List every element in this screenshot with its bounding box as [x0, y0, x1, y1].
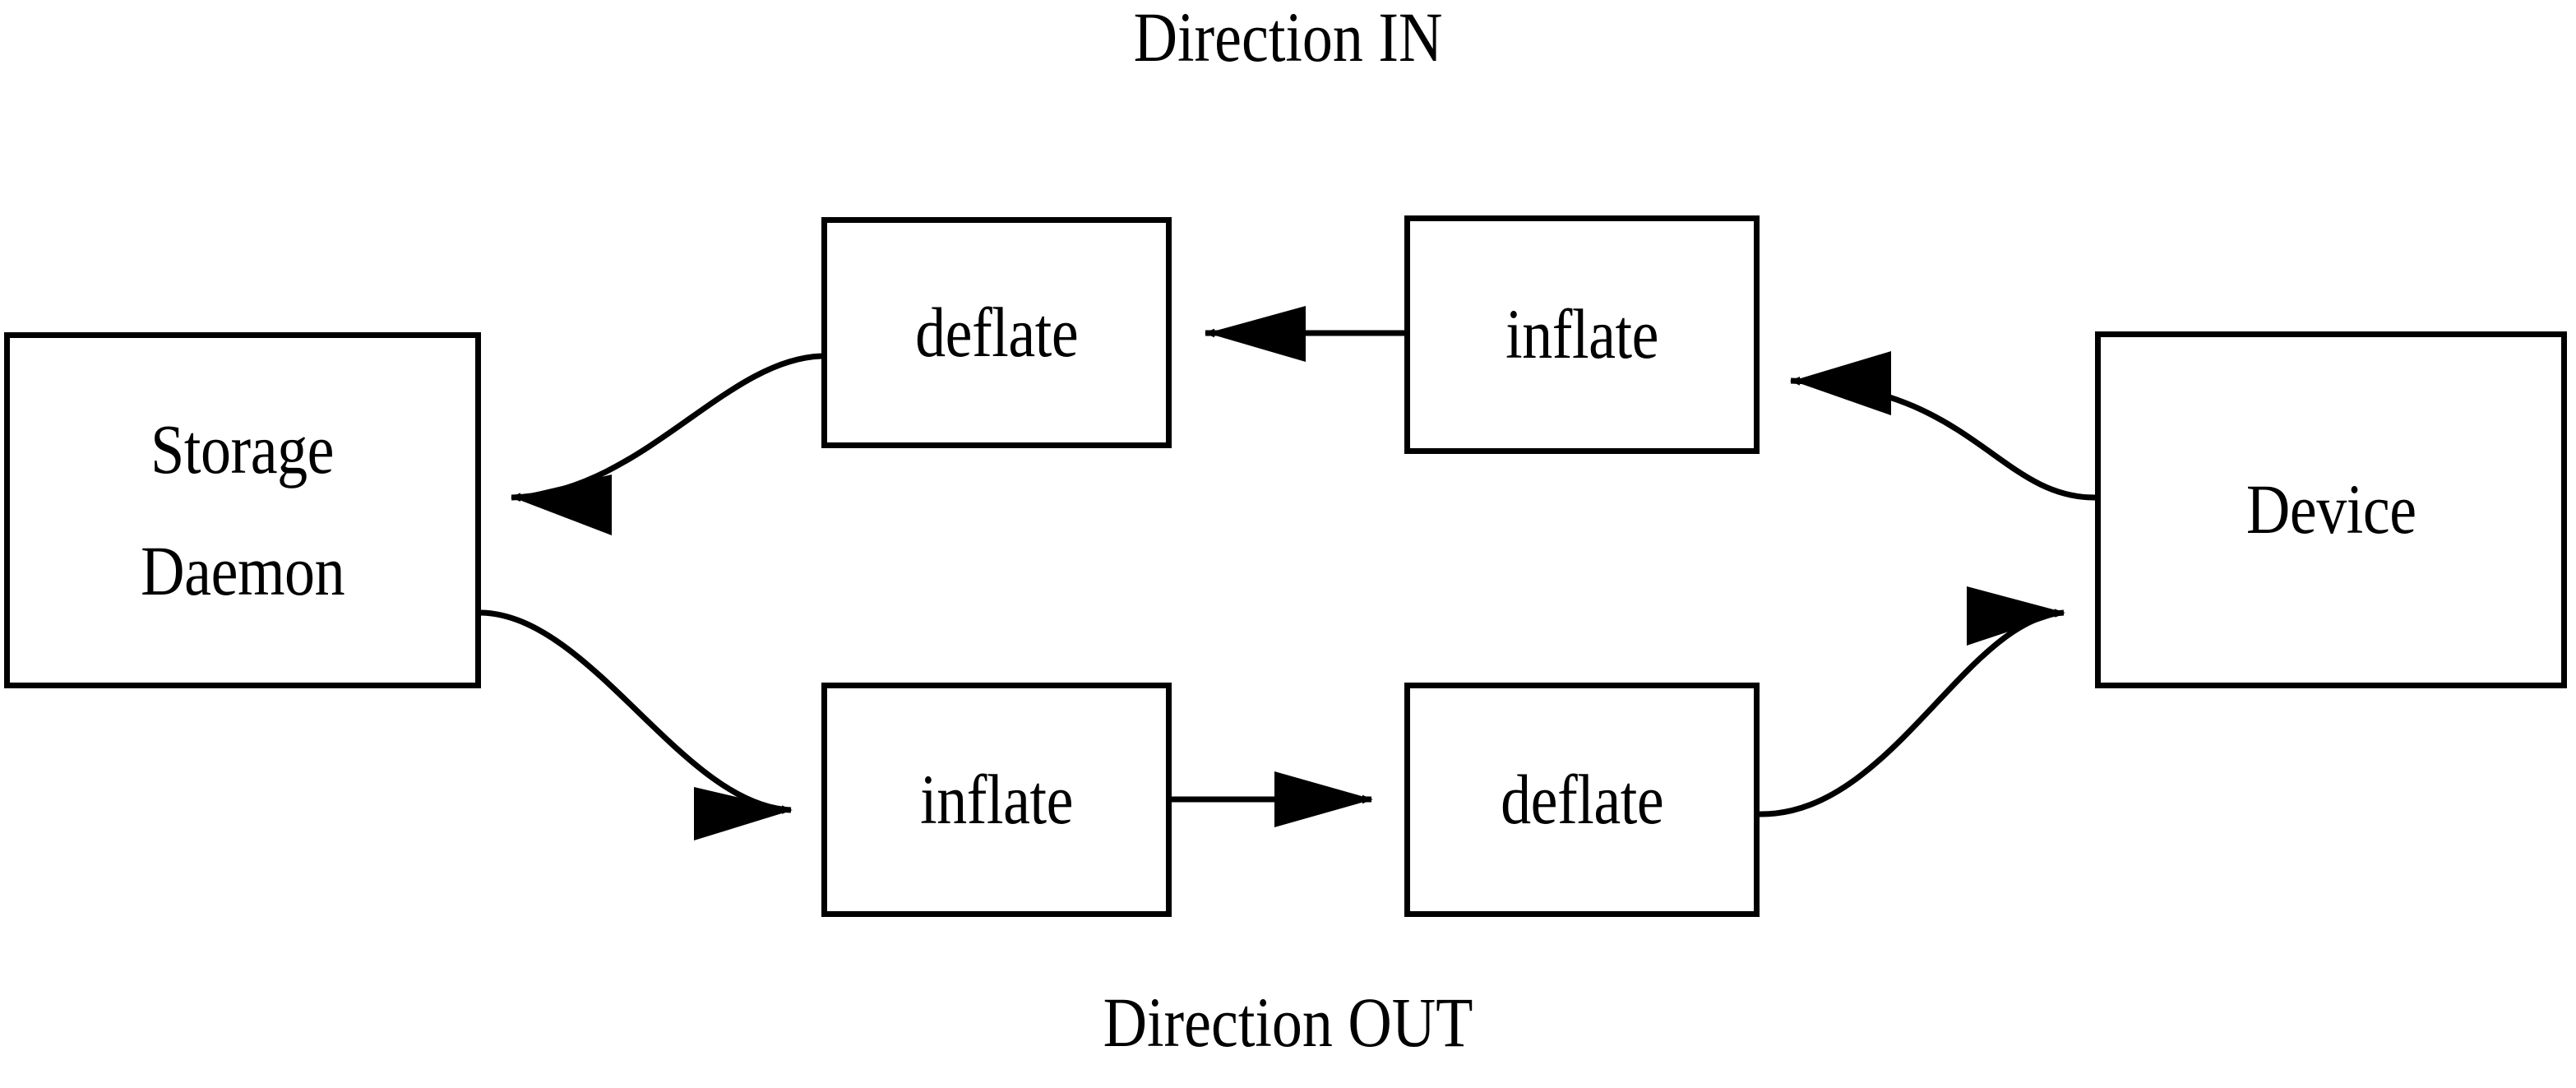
node-label-device: Device — [2245, 470, 2416, 549]
direction-out-title: Direction OUT — [1103, 983, 1473, 1062]
node-deflate-out[interactable]: deflate — [1404, 683, 1760, 917]
node-deflate-in[interactable]: deflate — [821, 217, 1172, 448]
arrowhead-into-inflate-out — [694, 787, 793, 840]
arrowhead-into-deflate-out — [1274, 771, 1373, 827]
arrowhead-into-deflate-in — [1207, 306, 1306, 362]
arrowhead-into-storage-daemon — [513, 475, 612, 535]
edge-deflate-in-to-storage-daemon — [511, 353, 822, 502]
edge-storage-daemon-to-inflate-out — [480, 609, 792, 814]
node-label-storage-daemon-line1: Storage — [150, 409, 335, 488]
node-inflate-out[interactable]: inflate — [821, 683, 1172, 917]
node-inflate-in[interactable]: inflate — [1404, 215, 1760, 454]
node-label-deflate-in: deflate — [914, 292, 1079, 372]
node-label-inflate-out: inflate — [920, 759, 1073, 839]
node-storage-daemon[interactable]: Storage Daemon — [4, 332, 481, 688]
node-device[interactable]: Device — [2095, 331, 2567, 688]
node-label-deflate-out: deflate — [1500, 759, 1664, 839]
direction-in-title: Direction IN — [1133, 0, 1443, 76]
arrowhead-into-inflate-in — [1792, 351, 1891, 415]
node-label-storage-daemon-line2: Daemon — [141, 530, 345, 610]
arrowhead-into-device — [1967, 586, 2065, 646]
edge-device-to-inflate-in — [1790, 376, 2096, 501]
edge-deflate-out-to-device — [1759, 609, 2065, 817]
node-label-inflate-in: inflate — [1505, 294, 1658, 374]
